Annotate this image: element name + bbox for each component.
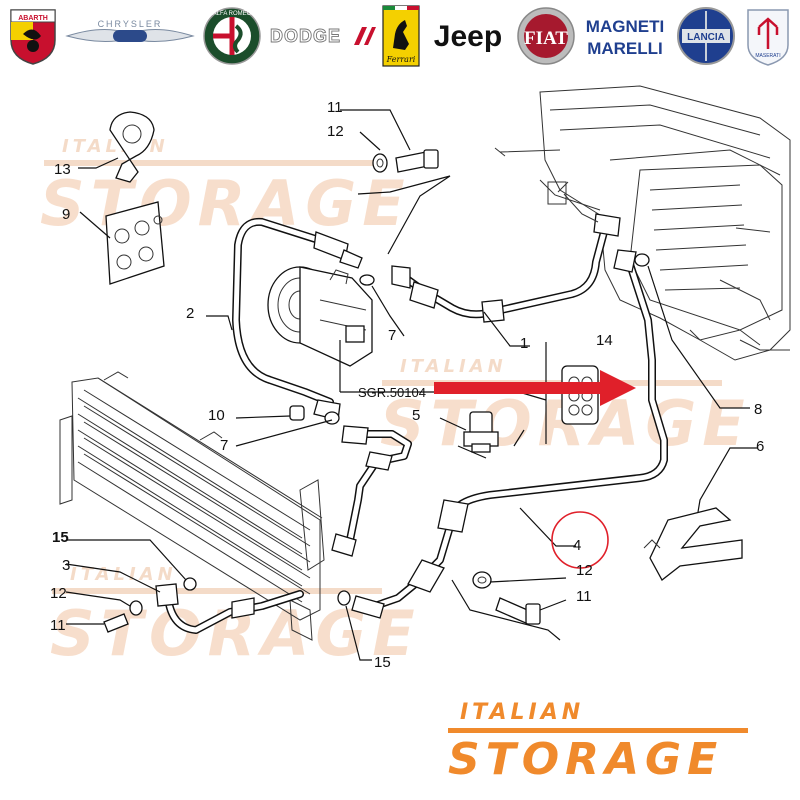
chrysler-logo: CHRYSLER [64,4,196,68]
washer-12-left-drawing [129,600,143,616]
watermark-top-left-storage: STORAGE [40,167,411,240]
pipe-2-drawing [232,217,363,421]
dodge-logo-text: DODGE [270,26,341,46]
watermark-top-left: ITALIAN STORAGE [40,136,411,240]
callout-1: 1 [520,335,528,352]
callout-7-mid: 7 [220,437,228,454]
callout-13: 13 [54,161,71,178]
callout-11-top: 11 [327,99,343,116]
callout-15-bottom: 15 [374,654,391,671]
callout-5: 5 [412,407,420,424]
watermark-bottom-italian: ITALIAN [70,564,177,585]
washer-12-top-drawing [372,153,388,173]
oring-15-left-drawing [183,577,197,591]
alfa-romeo-logo: ALFA ROMEO [200,4,264,68]
pipe-liquid-line-drawing [331,425,412,557]
maserati-logo: MASERATI [742,4,794,68]
jeep-logo-text: Jeep [434,20,502,53]
brand-logo-bar: ABARTH CHRYSLER ALFA ROMEO [0,0,800,72]
callout-11-right: 11 [576,588,592,605]
condenser-drawing [59,371,325,641]
highlight-circle-4 [551,511,609,569]
bolt-11-right-drawing [495,597,541,625]
lancia-logo: LANCIA [674,4,738,68]
abarth-logo-text: ABARTH [18,15,48,22]
clip-13-drawing [109,111,155,183]
reference-label: SGR.50104 [358,385,426,400]
bracket-6-drawing [643,507,743,581]
fiat-logo: FIAT [515,4,577,68]
leader-lines [65,109,758,661]
bolt-11-left-drawing [103,613,129,633]
callout-12-right: 12 [576,562,593,579]
callout-6: 6 [756,438,764,455]
red-arrow-indicator [434,370,636,406]
ferrari-logo-text: Ferrari [386,55,416,64]
hvac-unit-drawing [494,85,791,361]
callout-2: 2 [186,305,194,322]
lancia-logo-text: LANCIA [687,32,725,43]
logo-storage-text: STORAGE [448,734,724,785]
connector-14-drawing [561,365,599,425]
logo-rule [448,728,748,733]
fiat-logo-text: FIAT [524,28,568,49]
ac-pipes-exploded-diagram: ITALIAN STORAGE ITALIAN STORAGE ITALIAN … [40,85,791,671]
callout-12-top: 12 [327,123,344,140]
callout-8: 8 [754,401,762,418]
dodge-logo: DODGE [267,4,377,68]
jeep-logo: Jeep [425,4,511,68]
callout-3: 3 [62,557,70,574]
callout-10: 10 [208,407,225,424]
callout-14: 14 [596,332,613,349]
oring-7-top-drawing [359,274,375,286]
pressure-switch-5-drawing [463,411,499,453]
maserati-logo-text: MASERATI [755,53,780,59]
bolt-11-top-drawing [395,149,439,173]
callout-7-top: 7 [388,327,396,344]
seal-plate-9-drawing [105,201,165,285]
magneti-marelli-logo: MAGNETI MARELLI [580,4,670,68]
magneti-logo-line-1: MAGNETI [586,17,664,36]
callout-11-left: 11 [50,617,66,634]
logo-italian-text: ITALIAN [460,700,585,725]
callout-4: 4 [573,537,581,554]
pipe-1-drawing [391,181,621,323]
italian-storage-logo: ITALIAN STORAGE [448,700,788,796]
watermark-center-italian: ITALIAN [400,356,507,377]
callout-15-left: 15 [52,529,69,546]
abarth-logo: ABARTH [6,4,60,68]
compressor-drawing [267,266,373,367]
oring-15-right-drawing [337,590,351,606]
washer-12-right-drawing [472,571,492,589]
oring-7-mid-drawing [324,411,340,425]
callout-9: 9 [62,206,70,223]
chrysler-logo-text: CHRYSLER [97,19,162,29]
nut-10-drawing [289,405,305,421]
pipe-3-drawing [155,583,304,634]
magneti-logo-line-2: MARELLI [588,39,664,58]
oring-8-drawing [634,253,650,267]
callout-12-left: 12 [50,585,67,602]
ferrari-logo: Ferrari [381,4,421,68]
pipe-4-drawing [351,249,668,619]
alfa-romeo-logo-text: ALFA ROMEO [212,11,251,17]
